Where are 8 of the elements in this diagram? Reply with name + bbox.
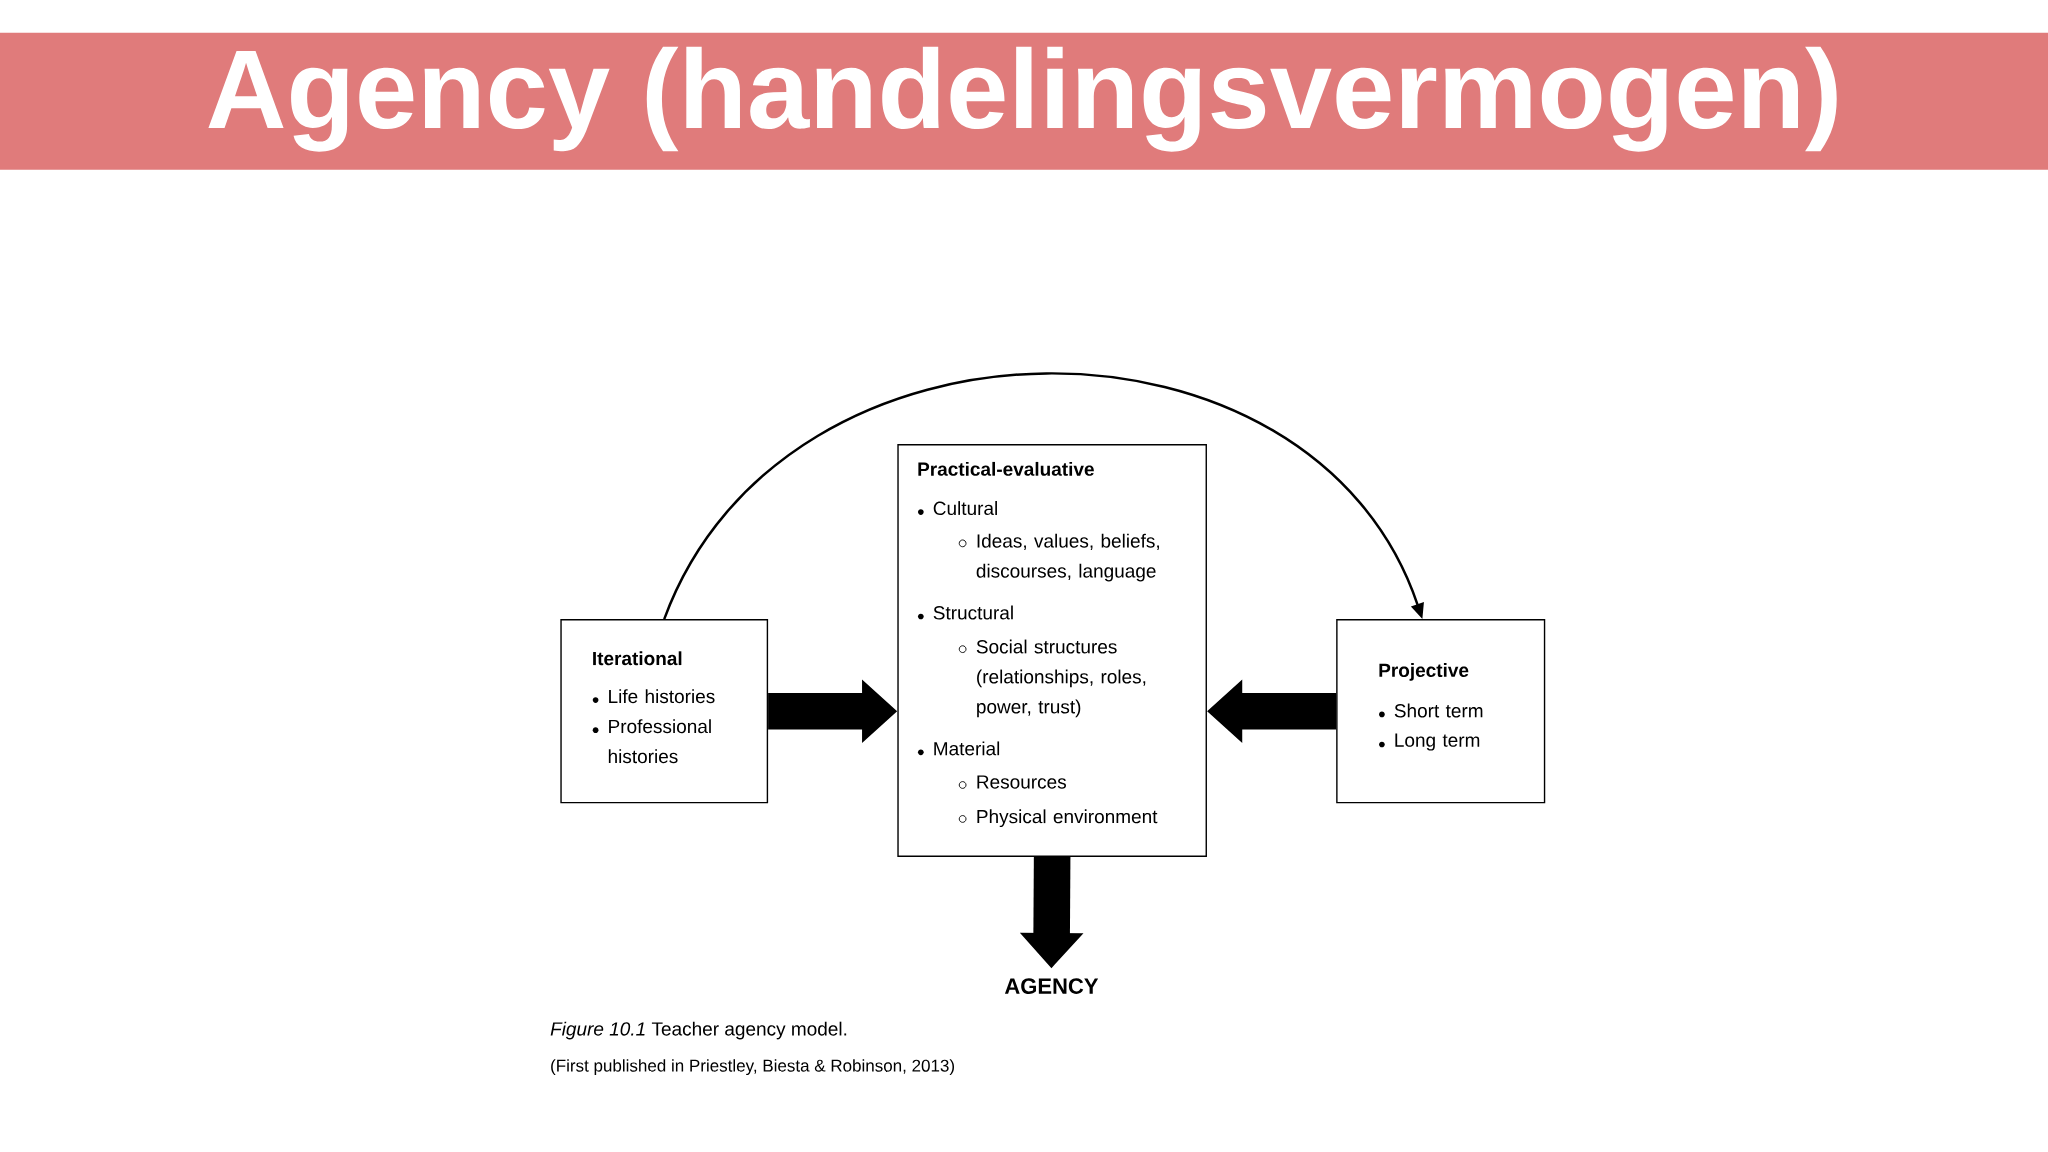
text-box: Practical-evaluative Cultural Ideas, values, beliefs, discourses, language Structural Social structures (relationships, roles, power, trust) Material Resources Physical environment	[897, 444, 1207, 857]
title-banner: Agency (handelingsvermogen)	[0, 32, 2048, 170]
text-box: Projective Short term Long term	[1336, 619, 1546, 804]
text-box: Iterational Life histories Professional histories	[560, 619, 769, 804]
figure-caption: Figure 10.1 Teacher agency model.	[550, 1021, 847, 1040]
source-note: (First published in Priestley, Biesta & Robinson, 2013)	[551, 1059, 954, 1076]
arrow	[663, 372, 1424, 620]
agency-label: AGENCY	[1004, 978, 1099, 994]
